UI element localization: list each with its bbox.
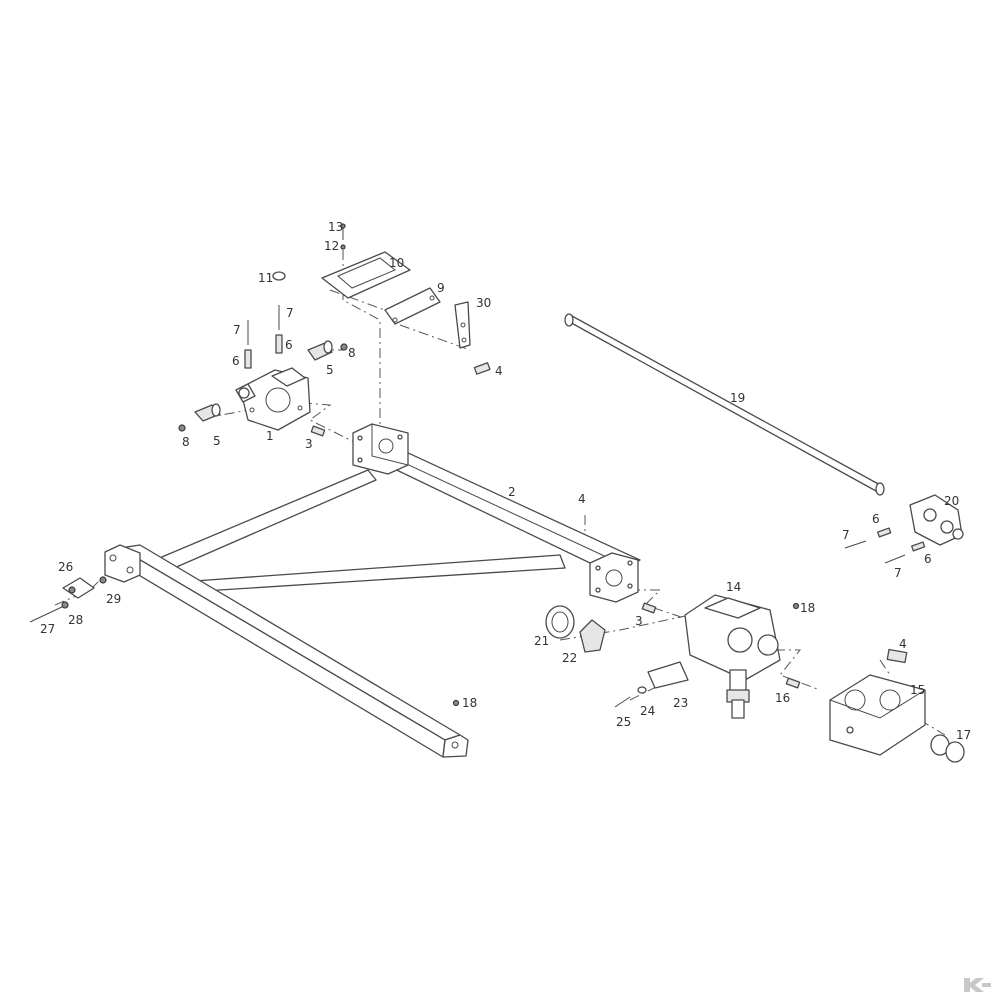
part-labels: 1 2 3 3 4 4 4 5 5 6 6 6 6 7 7 7 7 8 8 9 …: [40, 220, 971, 742]
label-28: 28: [68, 613, 83, 627]
label-24: 24: [640, 704, 655, 718]
label-21: 21: [534, 634, 549, 648]
bearing-housing: [785, 648, 965, 763]
label-7c: 7: [842, 528, 850, 542]
pins-and-sleeves: [178, 305, 348, 437]
gearbox: [684, 594, 800, 719]
label-12: 12: [324, 239, 339, 253]
label-16: 16: [775, 691, 790, 705]
label-6d: 6: [924, 552, 932, 566]
label-4a: 4: [495, 364, 503, 378]
assembly-lines: [54, 250, 946, 736]
label-10: 10: [389, 256, 404, 270]
label-18a: 18: [800, 601, 815, 615]
label-9: 9: [437, 281, 445, 295]
label-14: 14: [726, 580, 741, 594]
label-7b: 7: [286, 306, 294, 320]
label-11: 11: [258, 271, 273, 285]
label-2: 2: [508, 485, 516, 499]
mounting-bracket: [235, 367, 311, 431]
label-22: 22: [562, 651, 577, 665]
label-13: 13: [328, 220, 343, 234]
gear-components: [545, 602, 689, 708]
universal-joint: [844, 494, 964, 564]
label-19: 19: [730, 391, 745, 405]
label-15: 15: [910, 683, 925, 697]
label-25: 25: [616, 715, 631, 729]
top-plate-assembly: [272, 223, 491, 375]
label-20: 20: [944, 494, 959, 508]
label-4c: 4: [899, 637, 907, 651]
label-3b: 3: [635, 614, 643, 628]
label-3a: 3: [305, 437, 313, 451]
label-4b: 4: [578, 492, 586, 506]
label-27: 27: [40, 622, 55, 636]
label-6b: 6: [285, 338, 293, 352]
label-8b: 8: [348, 346, 356, 360]
label-6a: 6: [232, 354, 240, 368]
label-29: 29: [106, 592, 121, 606]
brand-logo-icon: [964, 978, 991, 992]
a-frame: [104, 423, 641, 758]
label-1: 1: [266, 429, 274, 443]
label-5a: 5: [213, 434, 221, 448]
label-23: 23: [673, 696, 688, 710]
label-17: 17: [956, 728, 971, 742]
label-18b: 18: [462, 696, 477, 710]
label-30: 30: [476, 296, 491, 310]
drive-shaft: [564, 313, 885, 496]
label-8a: 8: [182, 435, 190, 449]
label-6c: 6: [872, 512, 880, 526]
label-7d: 7: [894, 566, 902, 580]
label-26: 26: [58, 560, 73, 574]
label-7a: 7: [233, 323, 241, 337]
label-5b: 5: [326, 363, 334, 377]
end-link: [29, 576, 460, 707]
